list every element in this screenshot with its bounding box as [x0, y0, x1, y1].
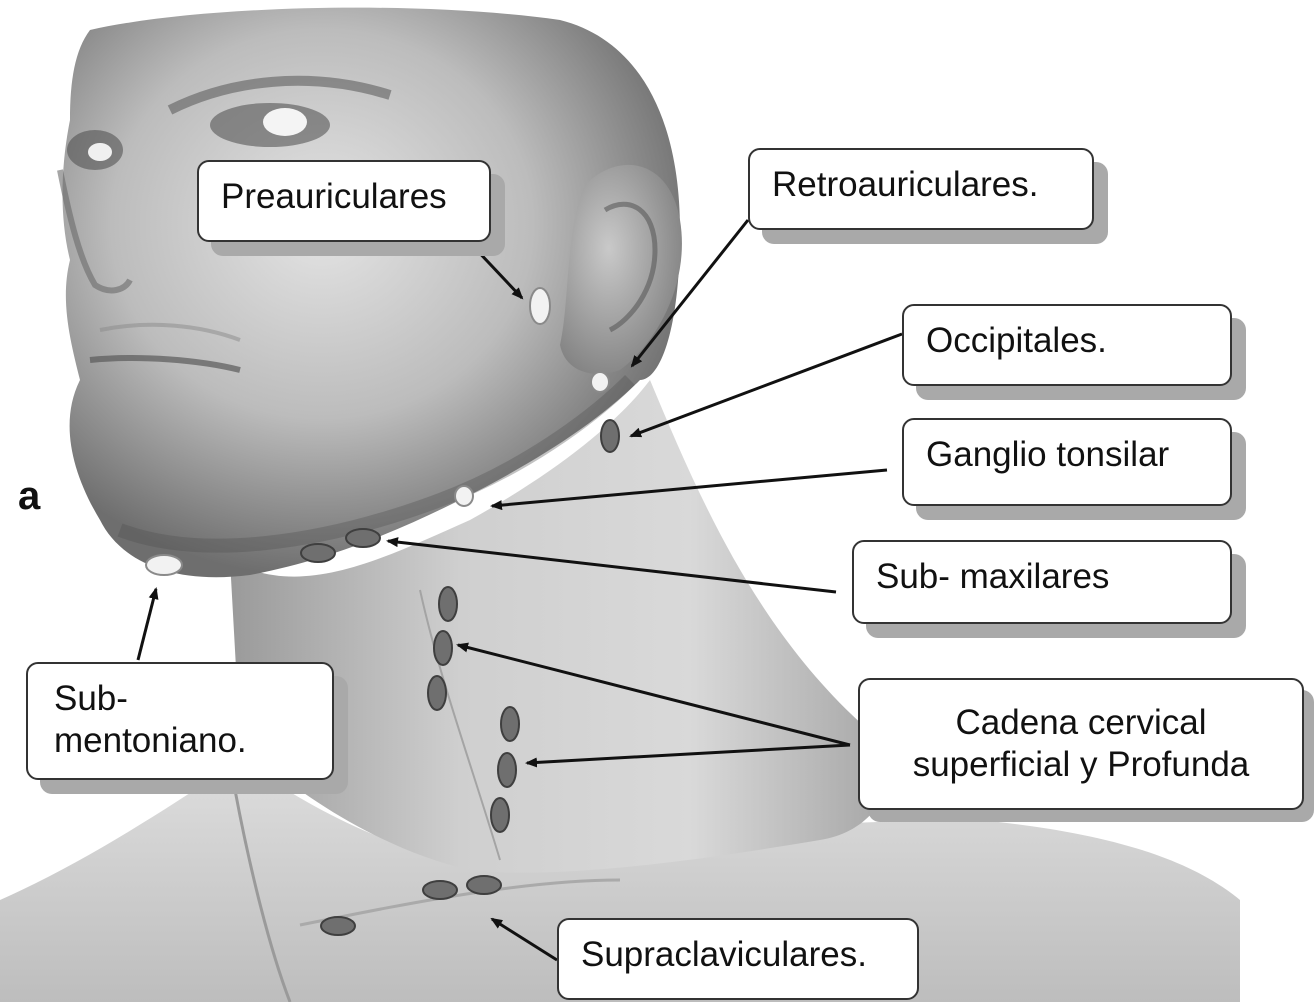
callout-retroauriculares: Retroauriculares. — [748, 148, 1094, 230]
node-preauricular — [530, 288, 550, 324]
node-submaxilar-1 — [301, 544, 335, 562]
node-cervical-1 — [439, 587, 457, 621]
node-cervical-5 — [498, 753, 516, 787]
node-cervical-4 — [501, 707, 519, 741]
callout-submentoniano: Sub- mentoniano. — [26, 662, 334, 780]
node-supraclavicular-2 — [423, 881, 457, 899]
node-tonsilar — [455, 486, 473, 506]
callout-cervical: Cadena cervical superficial y Profunda — [858, 678, 1304, 810]
node-supraclavicular-1 — [321, 917, 355, 935]
panel-letter: a — [18, 474, 40, 519]
callout-submaxilares: Sub- maxilares — [852, 540, 1232, 624]
node-submaxilar-2 — [346, 529, 380, 547]
node-retroauricular — [591, 372, 609, 392]
callout-occipitales: Occipitales. — [902, 304, 1232, 386]
arrow-occipitales — [631, 334, 902, 436]
node-submentoniano — [146, 555, 182, 575]
callout-tonsilar: Ganglio tonsilar — [902, 418, 1232, 506]
arrow-submentoniano — [138, 589, 156, 660]
node-supraclavicular-3 — [467, 876, 501, 894]
node-cervical-2 — [434, 631, 452, 665]
callout-preauriculares: Preauriculares — [197, 160, 491, 242]
node-cervical-6 — [491, 798, 509, 832]
node-occipital — [601, 420, 619, 452]
node-cervical-3 — [428, 676, 446, 710]
callout-supraclaviculares: Supraclaviculares. — [557, 918, 919, 1000]
